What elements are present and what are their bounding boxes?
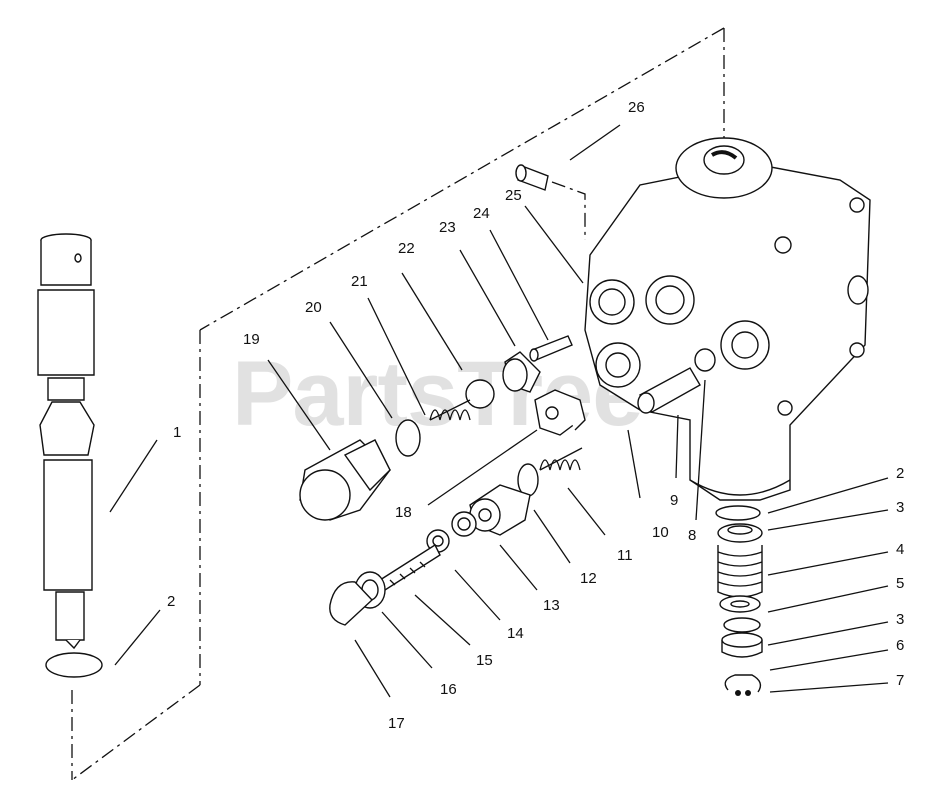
callout-3-lower: 3	[896, 611, 904, 628]
o-ring-left	[45, 652, 103, 678]
callout-2-left: 2	[167, 593, 175, 610]
alignment-lines	[71, 27, 725, 781]
callout-5: 5	[896, 575, 904, 592]
poppet-part	[502, 351, 541, 393]
acorn-nut	[329, 581, 373, 626]
pin-part	[529, 335, 573, 362]
callout-14: 14	[507, 625, 524, 642]
leader-lines	[109, 124, 889, 698]
callout-9: 9	[670, 492, 678, 509]
adjuster-body	[469, 484, 531, 536]
callout-10: 10	[652, 524, 669, 541]
callout-labels: 1 2 2 3 3 4 5 6 7 8 9 10 11 12 13 14 15 …	[167, 99, 904, 732]
callout-6: 6	[896, 637, 904, 654]
callout-16: 16	[440, 681, 457, 698]
callout-15: 15	[476, 652, 493, 669]
callout-4: 4	[896, 541, 904, 558]
callout-26: 26	[628, 99, 645, 116]
callout-22: 22	[398, 240, 415, 257]
set-screw	[515, 164, 549, 191]
right-part-stack	[715, 505, 763, 696]
callout-25: 25	[505, 187, 522, 204]
spring-upper	[429, 399, 471, 421]
callout-18: 18	[395, 504, 412, 521]
watermark: PartsTree	[232, 343, 642, 445]
callout-1: 1	[173, 424, 181, 441]
hex-plug	[534, 389, 586, 436]
o-ring-12	[517, 463, 539, 497]
callout-17: 17	[388, 715, 405, 732]
bushing-part	[637, 348, 716, 414]
o-ring-20	[395, 419, 421, 457]
spool-shaft	[37, 233, 95, 650]
callout-8: 8	[688, 527, 696, 544]
callout-3-upper: 3	[896, 499, 904, 516]
spring-lower	[539, 447, 583, 471]
callout-20: 20	[305, 299, 322, 316]
plug-part	[299, 439, 391, 521]
callout-12: 12	[580, 570, 597, 587]
callout-23: 23	[439, 219, 456, 236]
callout-2-right: 2	[896, 465, 904, 482]
callout-21: 21	[351, 273, 368, 290]
ball-part	[465, 379, 495, 409]
callout-19: 19	[243, 331, 260, 348]
callout-11: 11	[617, 547, 633, 564]
callout-24: 24	[473, 205, 490, 222]
stud-part	[379, 543, 441, 592]
callout-13: 13	[543, 597, 560, 614]
washer-part	[451, 511, 477, 537]
callout-7: 7	[896, 672, 904, 689]
valve-body	[584, 137, 871, 501]
